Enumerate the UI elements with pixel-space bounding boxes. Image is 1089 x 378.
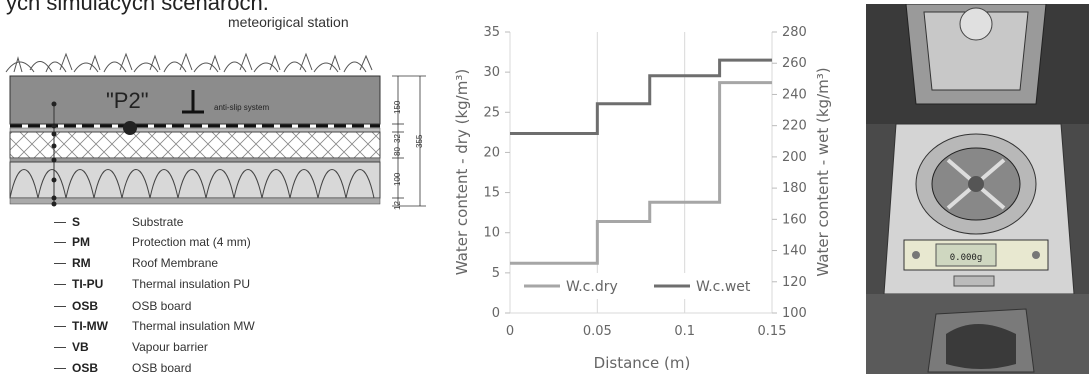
x-axis-title: Distance (m) bbox=[594, 354, 691, 372]
y-left-tick-label: 20 bbox=[483, 145, 500, 160]
chart-legend: W.c.dry W.c.wet bbox=[518, 273, 764, 299]
y-right-tick-label: 140 bbox=[782, 244, 807, 259]
y-right-tick-label: 260 bbox=[782, 56, 807, 71]
y-right-tick-label: 100 bbox=[782, 306, 807, 321]
pu-insulation-layer bbox=[9, 131, 381, 159]
y-right-tick-label: 200 bbox=[782, 150, 807, 165]
y-left-tick-label: 15 bbox=[483, 186, 500, 201]
roof-section-diagram bbox=[5, 52, 426, 207]
x-tick-label: 0.1 bbox=[674, 324, 695, 339]
y-left-tick-label: 0 bbox=[492, 306, 500, 321]
balance-display-readout: 0.000g bbox=[950, 253, 983, 263]
p2-label: "P2" bbox=[106, 88, 149, 113]
y-right-tick-label: 160 bbox=[782, 212, 807, 227]
x-tick-label: 0 bbox=[506, 324, 514, 339]
water-content-chart: 0 0.05 0.1 0.15 0 5 10 15 20 25 30 35 100 120 140 160 18… bbox=[453, 25, 832, 372]
y-left-tick-label: 25 bbox=[483, 105, 500, 120]
dim-label-total: 355 bbox=[415, 134, 424, 148]
caption-fragment: ých simulacých scénároch. bbox=[6, 0, 269, 15]
y-right-tick-label: 120 bbox=[782, 275, 807, 290]
dim-label: 150 bbox=[393, 100, 402, 114]
anti-slip-label: anti-slip system bbox=[214, 103, 270, 112]
y-right-tick-label: 220 bbox=[782, 119, 807, 134]
dim-label: 12 bbox=[393, 201, 402, 210]
legend-label: W.c.wet bbox=[696, 279, 751, 295]
y-left-tick-label: 30 bbox=[483, 65, 500, 80]
station-label: meteorigical station bbox=[228, 14, 349, 30]
y-left-tick-label: 10 bbox=[483, 226, 500, 241]
vegetation-illustration bbox=[5, 52, 373, 73]
y-right-tick-label: 280 bbox=[782, 25, 807, 40]
dim-label: 100 bbox=[393, 172, 402, 186]
series-line-W.c.dry bbox=[510, 81, 772, 265]
p2-point bbox=[123, 121, 137, 135]
y-left-tick-label: 5 bbox=[492, 266, 500, 281]
y-left-tick-label: 35 bbox=[483, 25, 500, 40]
dim-label: 32 bbox=[393, 134, 402, 143]
x-tick-label: 0.05 bbox=[583, 324, 612, 339]
moisture-analyzer-photo: 0.000g bbox=[866, 4, 1089, 374]
x-tick-label: 0.15 bbox=[758, 324, 787, 339]
chart-grid bbox=[509, 32, 773, 314]
series-line-W.c.wet bbox=[510, 58, 772, 135]
y-axis-right-title: Water content - wet (kg/m³) bbox=[814, 67, 832, 276]
dim-label: 80 bbox=[393, 147, 402, 156]
y-right-tick-label: 240 bbox=[782, 87, 807, 102]
y-right-tick-label: 180 bbox=[782, 181, 807, 196]
mw-insulation-layer bbox=[9, 161, 381, 199]
y-axis-left-title: Water content - dry (kg/m³) bbox=[453, 69, 471, 275]
legend-label: W.c.dry bbox=[566, 279, 618, 295]
substrate-layer bbox=[9, 75, 381, 125]
